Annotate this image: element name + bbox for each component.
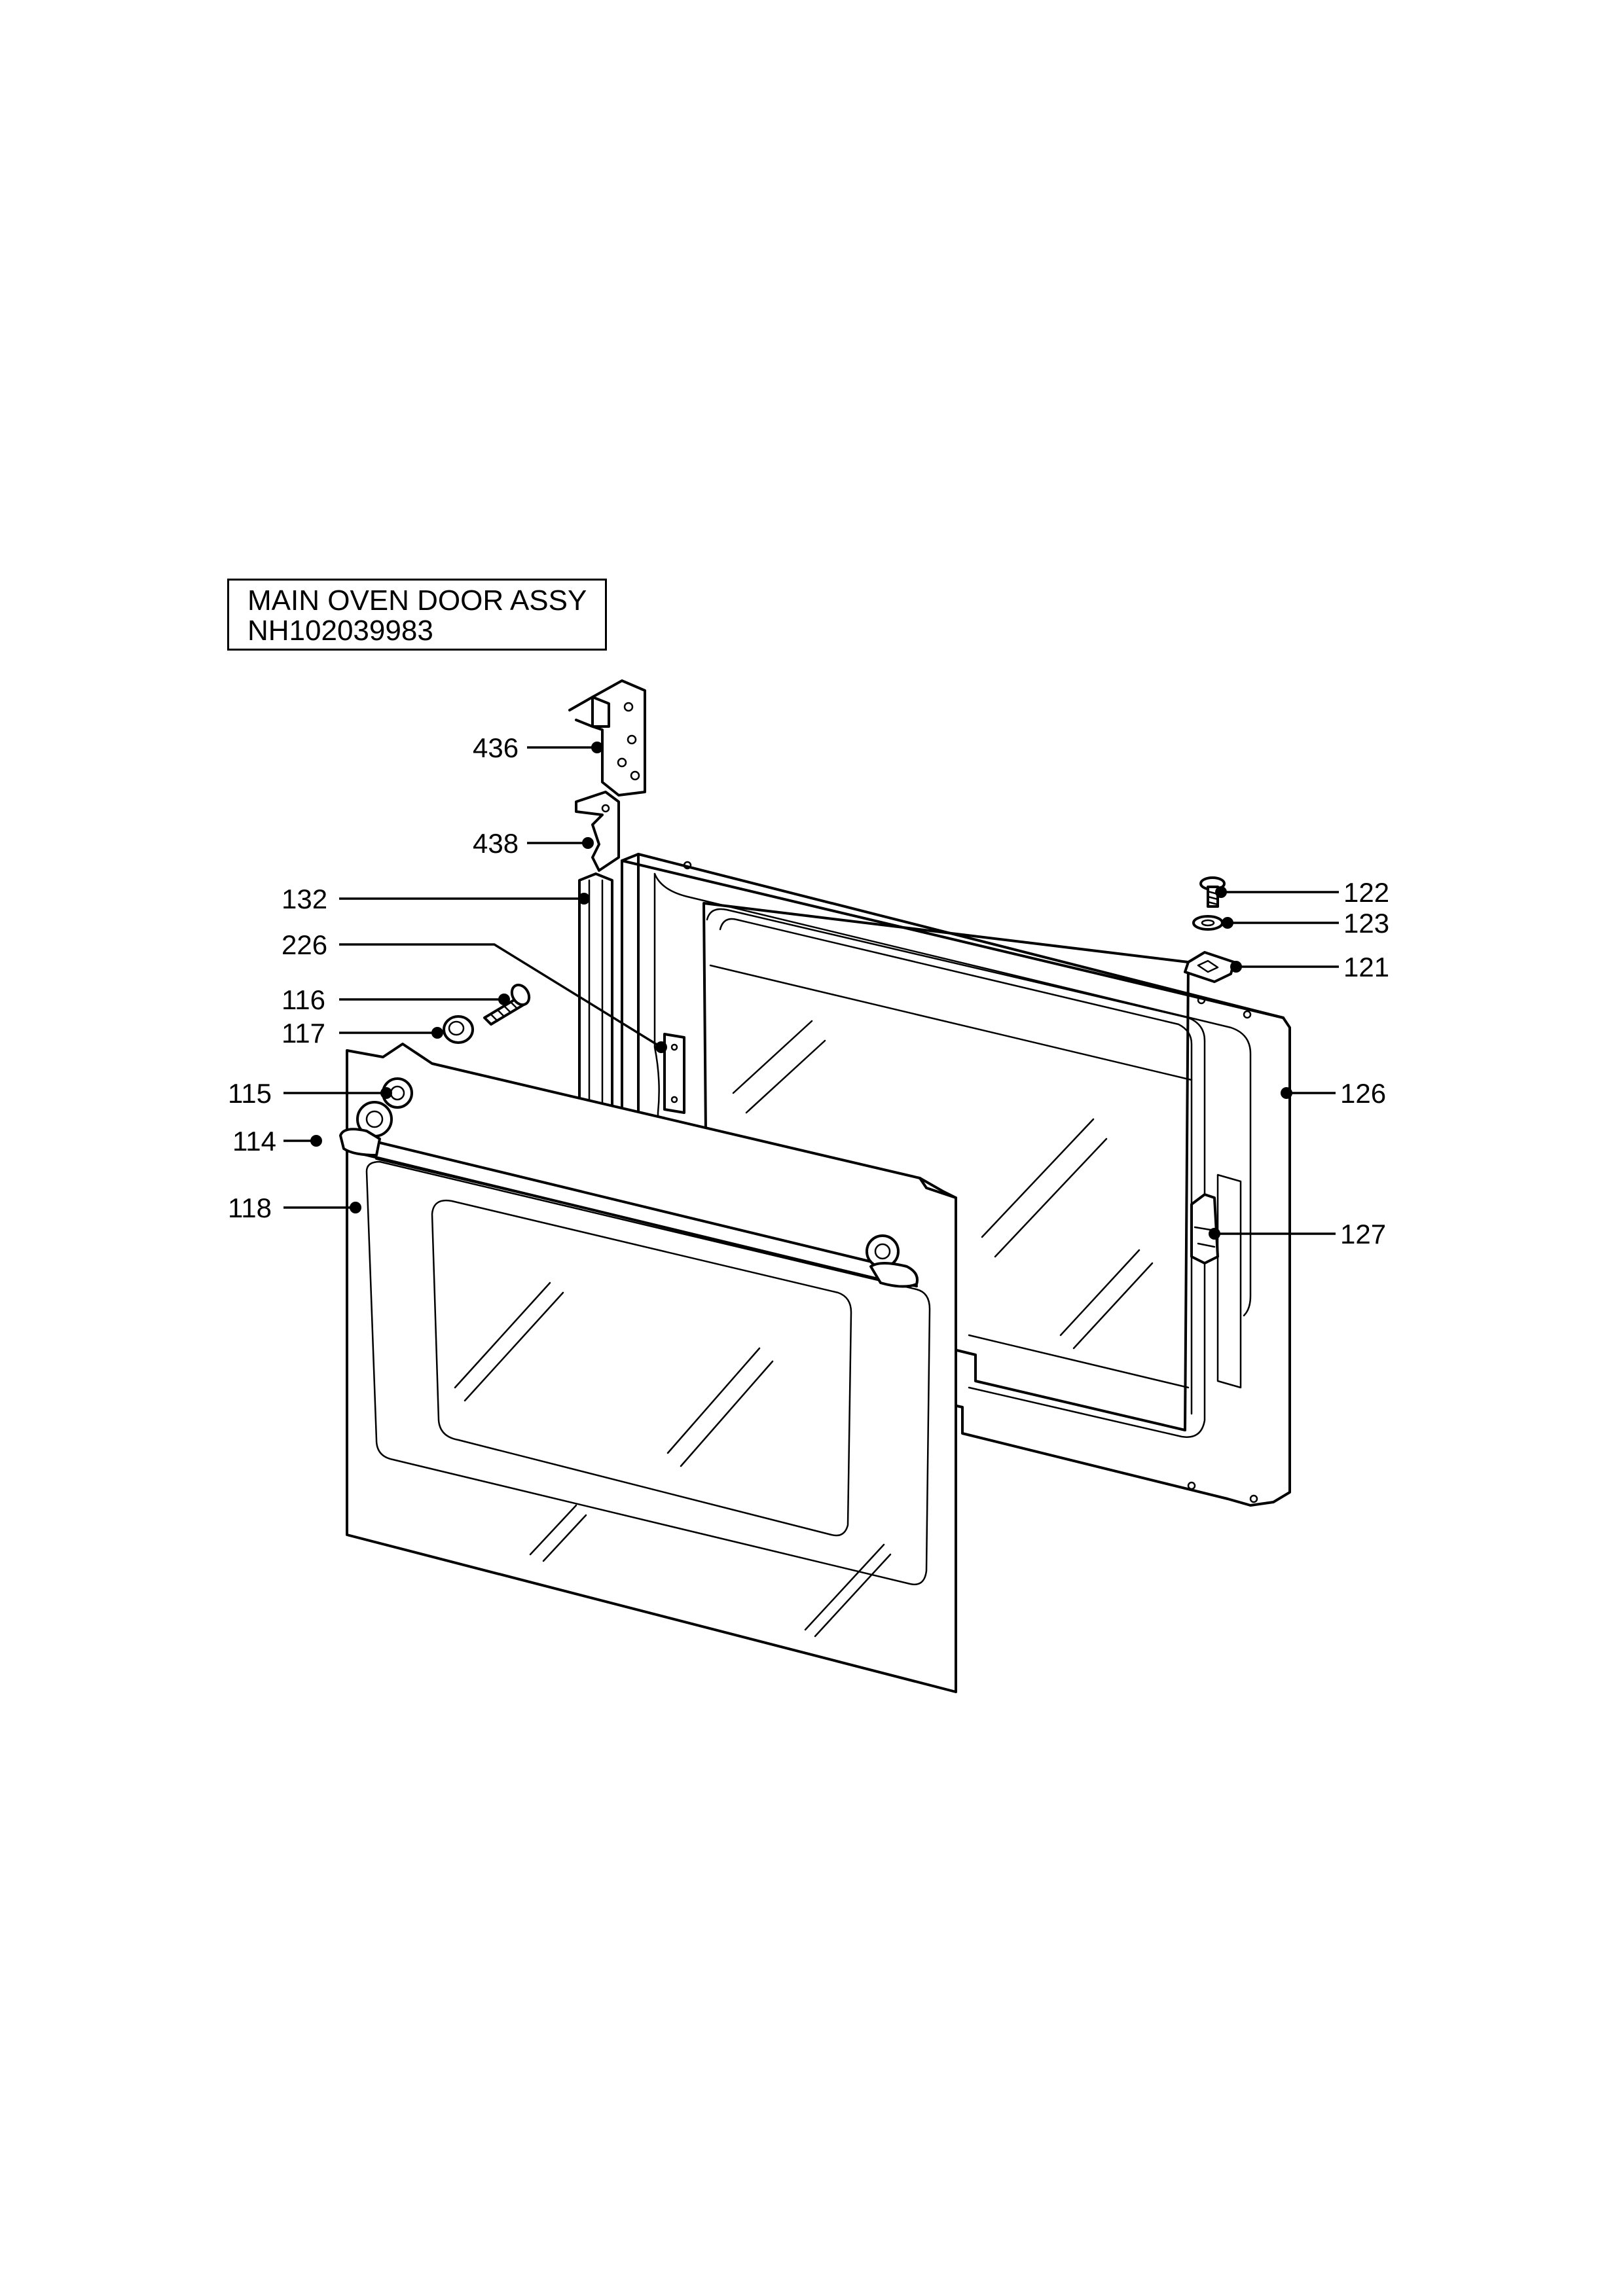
- callout-dot-126: [1281, 1087, 1292, 1099]
- callout-dot-116: [498, 994, 510, 1005]
- callout-dot-122: [1215, 886, 1227, 898]
- screw-122: [1199, 876, 1226, 908]
- callout-label-132: 132: [282, 884, 328, 914]
- clip-121: [1184, 951, 1235, 983]
- callout-dot-117: [431, 1027, 443, 1039]
- callout-dot-132: [578, 893, 590, 905]
- callout-label-115: 115: [228, 1078, 272, 1109]
- callout-label-226: 226: [282, 929, 328, 960]
- callout-label-438: 438: [473, 828, 519, 859]
- diagram-title: MAIN OVEN DOOR ASSY: [247, 584, 587, 617]
- callout-dot-226: [655, 1041, 667, 1053]
- callout-dot-127: [1209, 1228, 1220, 1240]
- callout-label-127: 127: [1340, 1219, 1387, 1249]
- hinge-bracket-upper: [568, 679, 646, 797]
- callout-label-436: 436: [473, 732, 519, 763]
- callout-dot-436: [591, 742, 603, 753]
- callout-label-121: 121: [1343, 952, 1390, 982]
- callout-dot-121: [1230, 961, 1242, 973]
- callout-label-123: 123: [1343, 908, 1390, 939]
- door-latch: [1190, 1193, 1219, 1265]
- callout-label-114: 114: [232, 1126, 276, 1157]
- callout-label-117: 117: [282, 1018, 325, 1049]
- callout-label-118: 118: [228, 1193, 272, 1223]
- callout-label-116: 116: [282, 984, 325, 1015]
- leader-lines: [283, 742, 1339, 1240]
- callout-dot-114: [310, 1135, 322, 1147]
- callout-label-122: 122: [1343, 877, 1390, 908]
- hinge-bracket-lower: [575, 791, 620, 872]
- callout-dot-438: [582, 837, 594, 849]
- bush-117: [443, 1015, 474, 1044]
- callout-dot-115: [380, 1087, 392, 1099]
- callout-label-126: 126: [1340, 1078, 1387, 1109]
- callout-dot-123: [1222, 917, 1233, 929]
- washer-123: [1192, 915, 1224, 931]
- callout-dot-118: [350, 1202, 361, 1213]
- diagram-part-number: NH102039983: [247, 615, 433, 647]
- seal-plate: [663, 1033, 685, 1114]
- diagram-title-box: MAIN OVEN DOOR ASSY NH102039983: [227, 579, 607, 651]
- door-handle: [339, 1101, 919, 1288]
